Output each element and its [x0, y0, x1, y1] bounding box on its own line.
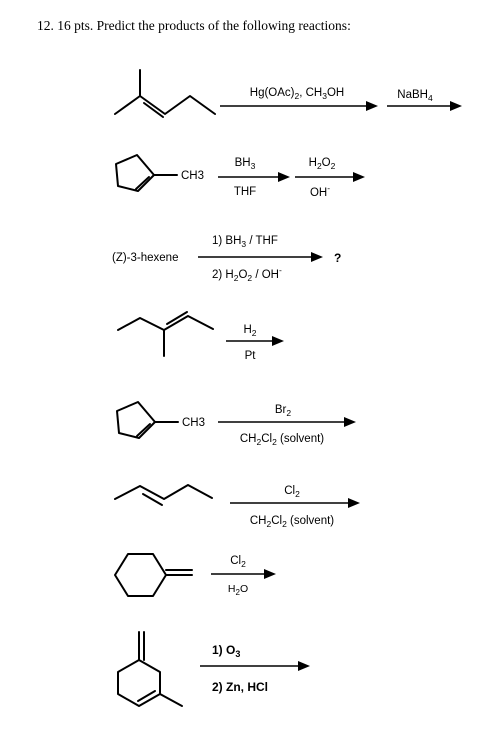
reactant-6-structure	[114, 484, 213, 506]
reagent-1-step1: Hg(OAc)2, CH3OH	[250, 87, 344, 101]
reaction-3: (Z)-3-hexene 1) BH3 / THF 2) H2O2 / OH- …	[112, 235, 341, 283]
reaction-2: CH3 BH3 THF H2O2 OH-	[115, 154, 365, 199]
reaction-6: Cl2 CH2Cl2 (solvent)	[114, 484, 360, 529]
reaction-4: H2 Pt	[117, 311, 284, 362]
arrow-1b-head	[450, 101, 462, 111]
reagent-8-line2: 2) Zn, HCl	[212, 680, 268, 694]
reagent-4-above: H2	[243, 324, 256, 338]
reagent-4-below: Pt	[245, 350, 257, 362]
reagent-6-below: CH2Cl2 (solvent)	[250, 515, 334, 529]
substituent-5: CH3	[182, 417, 205, 429]
reagent-7-below: H2O	[228, 583, 248, 597]
reagent-2-step2-below: OH-	[310, 183, 330, 199]
reagent-2-step1-below: THF	[234, 186, 256, 198]
arrow-8-head	[298, 661, 310, 671]
arrow-7-head	[264, 569, 276, 579]
reactant-4-structure	[117, 311, 214, 357]
reagent-7-above: Cl2	[230, 555, 246, 569]
arrow-5-head	[344, 417, 356, 427]
reagent-3-line2: 2) H2O2 / OH-	[212, 265, 282, 283]
reagent-5-above: Br2	[275, 404, 292, 418]
reagent-2-step1-above: BH3	[235, 157, 256, 171]
reaction-8: 1) O3 2) Zn, HCl	[117, 631, 310, 707]
arrow-6-head	[348, 498, 360, 508]
arrow-4-head	[272, 336, 284, 346]
reagent-8-line1: 1) O3	[212, 643, 240, 659]
question-heading: 12. 16 pts. Predict the products of the …	[37, 18, 351, 33]
reagent-3-line1: 1) BH3 / THF	[212, 235, 278, 249]
reagent-5-below: CH2Cl2 (solvent)	[240, 433, 324, 447]
arrow-1a-head	[366, 101, 378, 111]
product-3-unknown: ?	[334, 251, 341, 265]
reactant-5-structure	[116, 401, 179, 439]
arrow-3-head	[311, 252, 323, 262]
reagent-1-step2: NaBH4	[397, 89, 433, 103]
reaction-5: CH3 Br2 CH2Cl2 (solvent)	[116, 401, 356, 447]
substituent-2: CH3	[181, 170, 204, 182]
reaction-7: Cl2 H2O	[114, 553, 276, 597]
arrow-2a-head	[278, 172, 290, 182]
reactant-3-name: (Z)-3-hexene	[112, 252, 178, 264]
reactant-8-structure	[117, 631, 183, 707]
reactant-1-structure	[114, 69, 216, 118]
reaction-1: Hg(OAc)2, CH3OH NaBH4	[114, 69, 462, 118]
reactant-7-structure	[114, 553, 193, 597]
reagent-2-step2-above: H2O2	[309, 157, 336, 171]
reactant-2-structure	[115, 154, 178, 192]
arrow-2b-head	[353, 172, 365, 182]
reagent-6-above: Cl2	[284, 485, 300, 499]
